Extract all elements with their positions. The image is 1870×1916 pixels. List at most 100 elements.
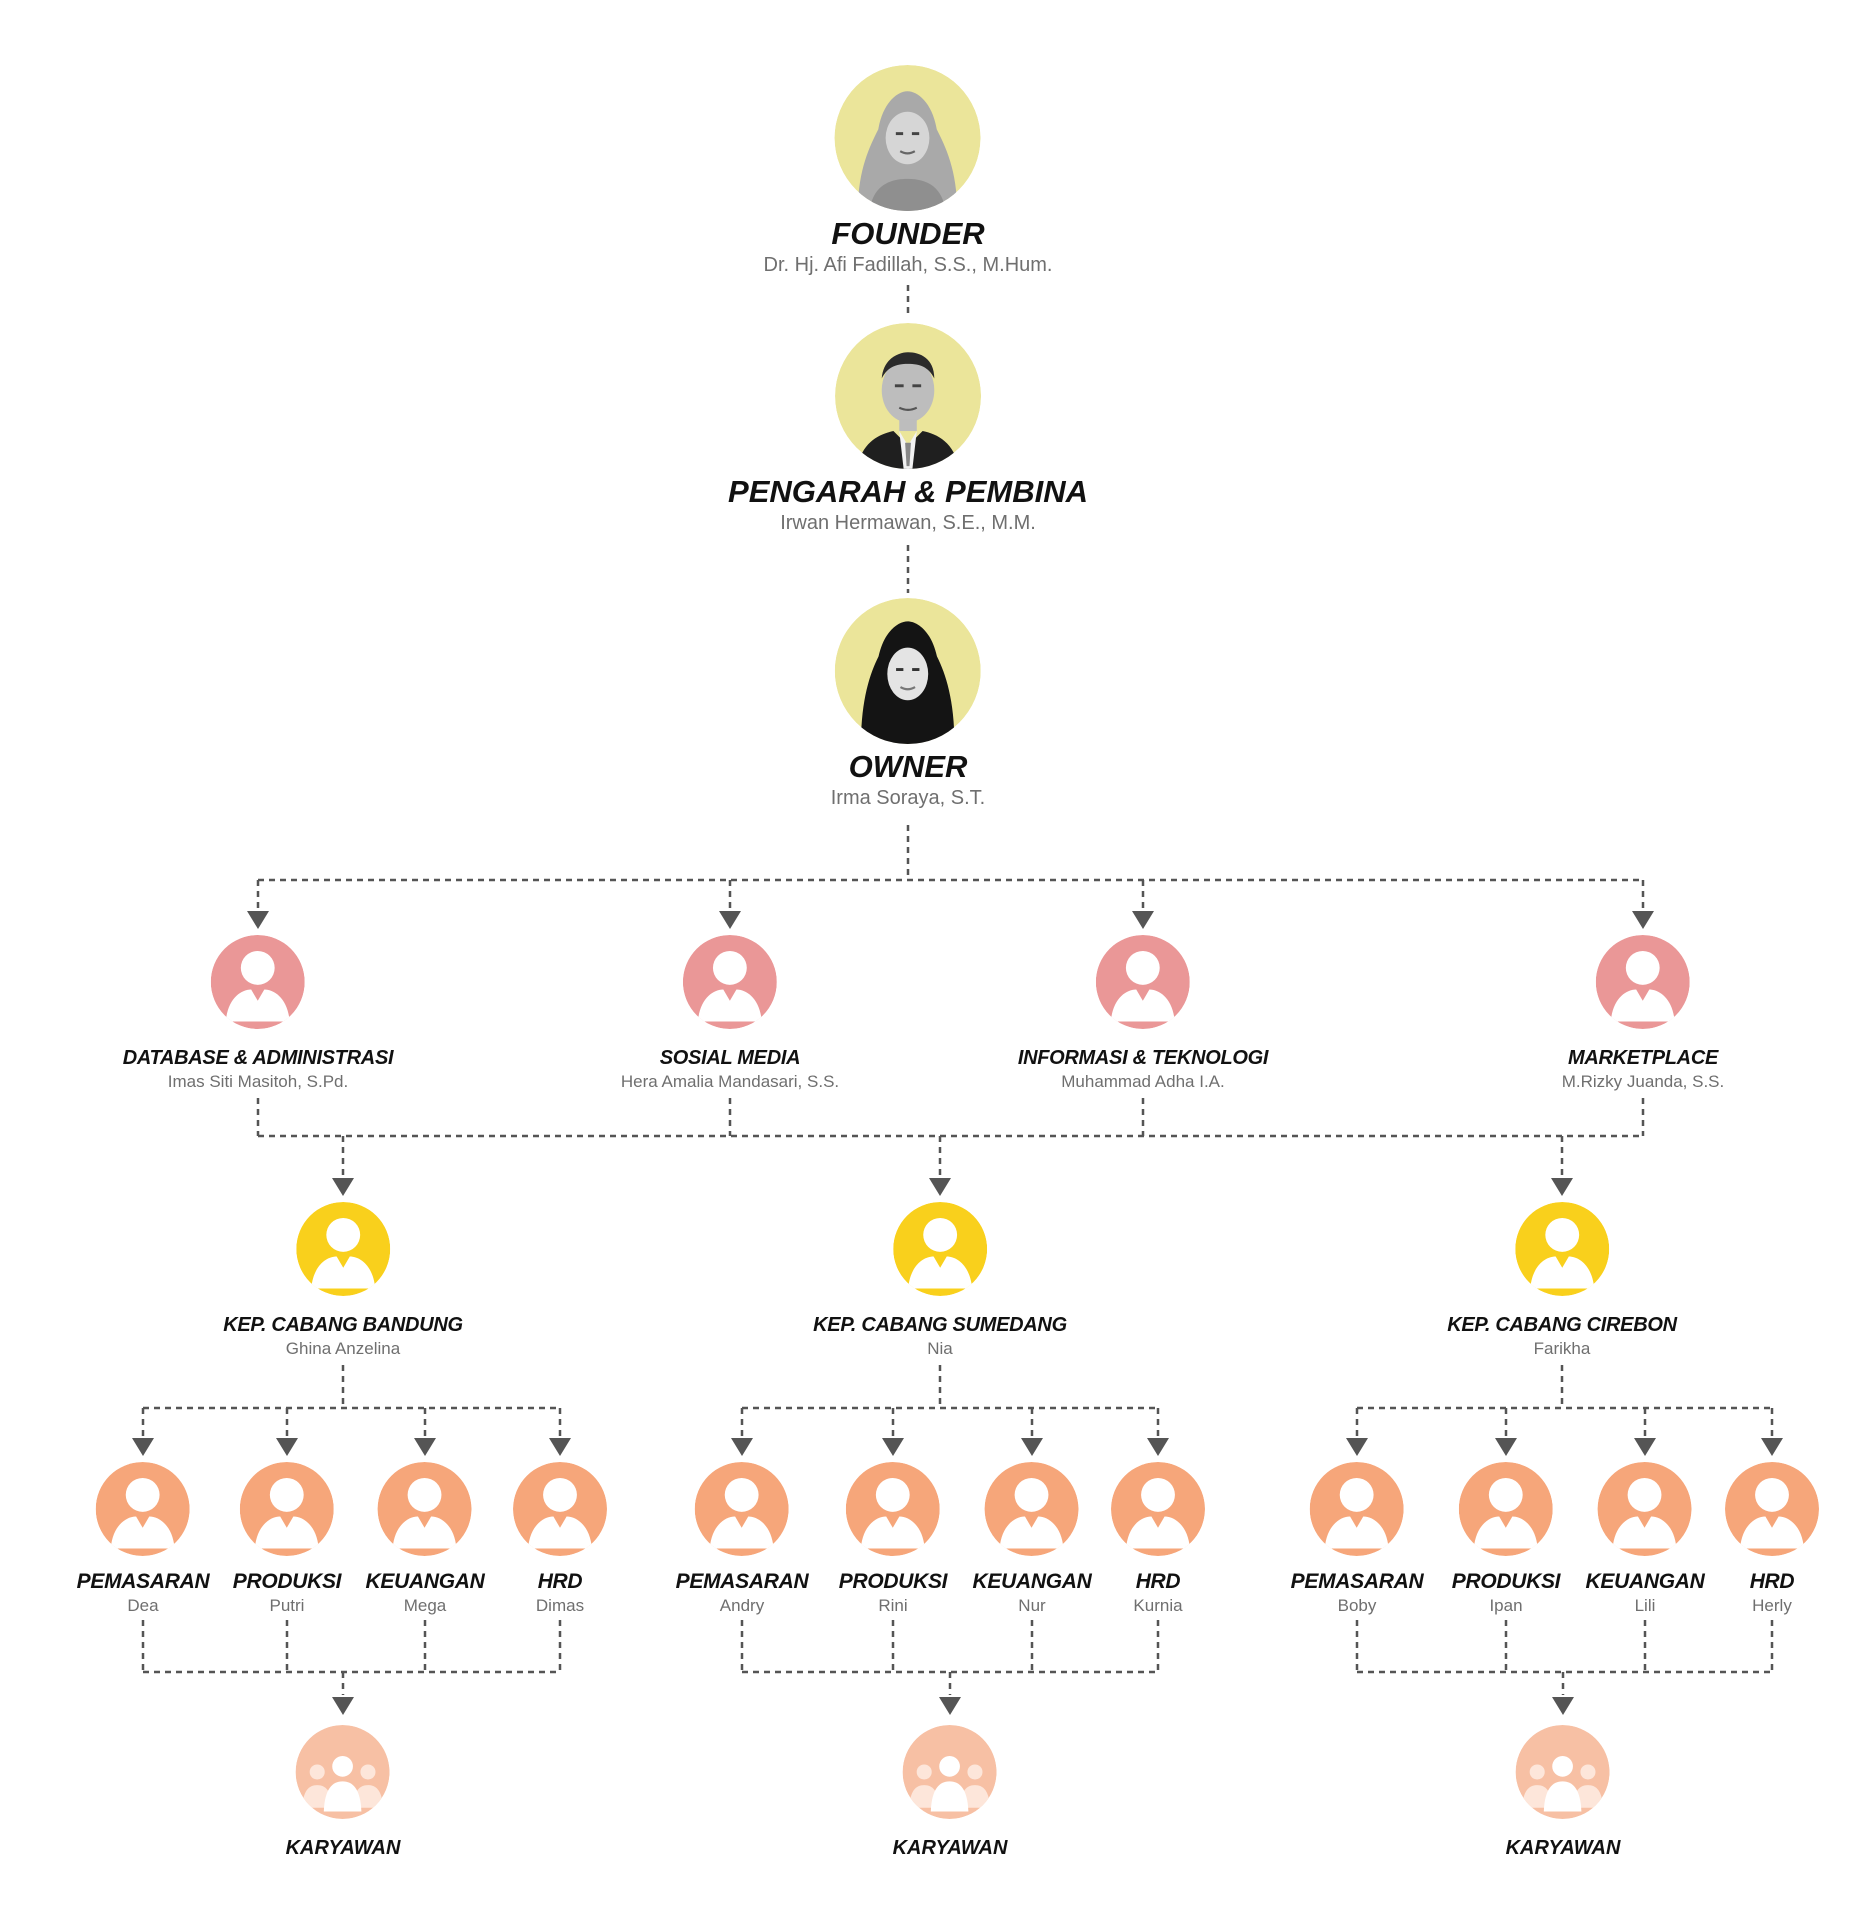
division-it: INFORMASI & TEKNOLOGI Muhammad Adha I.A. [1018,935,1268,1092]
person-name: Herly [1752,1596,1792,1616]
arrow-head [882,1438,904,1456]
role-title: KEUANGAN [972,1570,1092,1593]
role-title: PRODUKSI [1451,1570,1561,1593]
person-icon [1310,1462,1404,1556]
role-title: HRD [1135,1570,1181,1593]
person-icon [210,935,305,1029]
person-icon [1725,1462,1819,1556]
role-title: HRD [1749,1570,1795,1593]
arrow-head [929,1178,951,1196]
role-title: PEMASARAN [675,1570,809,1593]
arrow-head [1346,1438,1368,1456]
role-title: INFORMASI & TEKNOLOGI [1017,1047,1269,1069]
arrow-head [1495,1438,1517,1456]
dept-keuangan-cirebon: KEUANGAN Lili [1586,1462,1705,1616]
person-icon [1514,1202,1609,1296]
person-icon [96,1462,190,1556]
role-title: PENGARAH & PEMBINA [728,474,1088,509]
arrow-head [276,1438,298,1456]
photo-hijab-woman-icon [835,65,981,211]
arrow-head [332,1697,354,1715]
role-title: FOUNDER [831,216,985,251]
arrow-head [1552,1697,1574,1715]
person-icon [1458,1462,1553,1556]
person-icon [239,1462,334,1556]
person-name: Irma Soraya, S.T. [830,787,986,810]
dept-produksi-sumedang: PRODUKSI Rini [838,1462,948,1616]
role-title: PEMASARAN [1290,1570,1424,1593]
person-name: Dea [127,1596,159,1616]
dept-hrd-bandung: HRD Dimas [513,1462,607,1616]
arrow-head [719,911,741,929]
role-title: DATABASE & ADMINISTRASI [122,1047,394,1069]
role-title: KARYAWAN [285,1837,401,1859]
arrow-head [247,911,269,929]
person-icon [295,1202,390,1296]
arrow-head [332,1178,354,1196]
arrow-head [1132,911,1154,929]
arrow-head [549,1438,571,1456]
role-title: HRD [537,1570,583,1593]
arrow-head [1761,1438,1783,1456]
person-name: Irwan Hermawan, S.E., M.M. [780,512,1036,535]
person-name: Mega [403,1596,447,1616]
person-icon [378,1462,472,1556]
person-name: Farikha [1533,1339,1591,1358]
owner-node: OWNER Irma Soraya, S.T. [830,598,986,810]
people-group-icon [902,1725,997,1819]
dept-keuangan-sumedang: KEUANGAN Nur [973,1462,1092,1616]
person-icon [1096,935,1190,1029]
person-name: Ghina Anzelina [285,1339,401,1358]
role-title: PEMASARAN [76,1570,210,1593]
person-name: Nur [1018,1596,1046,1616]
pengarah-node: PENGARAH & PEMBINA Irwan Hermawan, S.E., … [728,323,1088,535]
person-name: Dr. Hj. Afi Fadillah, S.S., M.Hum. [763,254,1053,277]
arrow-head [414,1438,436,1456]
arrow-head [1551,1178,1573,1196]
person-name: Nia [927,1339,953,1358]
employees-bandung: KARYAWAN [285,1725,401,1859]
arrow-head [1632,911,1654,929]
person-name: Andry [719,1596,765,1616]
dept-pemasaran-sumedang: PEMASARAN Andry [676,1462,809,1616]
role-title: SOSIAL MEDIA [659,1047,801,1069]
person-name: Dimas [535,1596,585,1616]
person-name: M.Rizky Juanda, S.S. [1561,1072,1725,1091]
arrow-head [132,1438,154,1456]
dept-keuangan-bandung: KEUANGAN Mega [366,1462,485,1616]
person-icon [682,935,777,1029]
arrow-head [939,1697,961,1715]
arrow-head [1147,1438,1169,1456]
person-name: Boby [1337,1596,1377,1616]
person-icon [1598,1462,1692,1556]
role-title: PRODUKSI [232,1570,342,1593]
person-name: Putri [269,1596,305,1616]
dept-pemasaran-bandung: PEMASARAN Dea [77,1462,210,1616]
person-name: Kurnia [1133,1596,1183,1616]
employees-cirebon: KARYAWAN [1506,1725,1620,1859]
person-icon [1595,935,1690,1029]
employees-sumedang: KARYAWAN [892,1725,1008,1859]
arrow-head [1634,1438,1656,1456]
photo-man-suit-icon [835,323,981,469]
person-icon [892,1202,987,1296]
photo-hijab-woman-black-icon [835,598,981,744]
arrow-head [731,1438,753,1456]
role-title: KEP. CABANG BANDUNG [223,1314,463,1336]
role-title: KEUANGAN [1585,1570,1705,1593]
person-name: Muhammad Adha I.A. [1061,1072,1225,1091]
person-name: Lili [1634,1596,1656,1616]
person-name: Rini [878,1596,908,1616]
role-title: KEUANGAN [365,1570,485,1593]
role-title: PRODUKSI [838,1570,948,1593]
person-icon [1111,1462,1205,1556]
role-title: OWNER [848,749,968,784]
role-title: KARYAWAN [892,1837,1008,1859]
person-icon [845,1462,940,1556]
